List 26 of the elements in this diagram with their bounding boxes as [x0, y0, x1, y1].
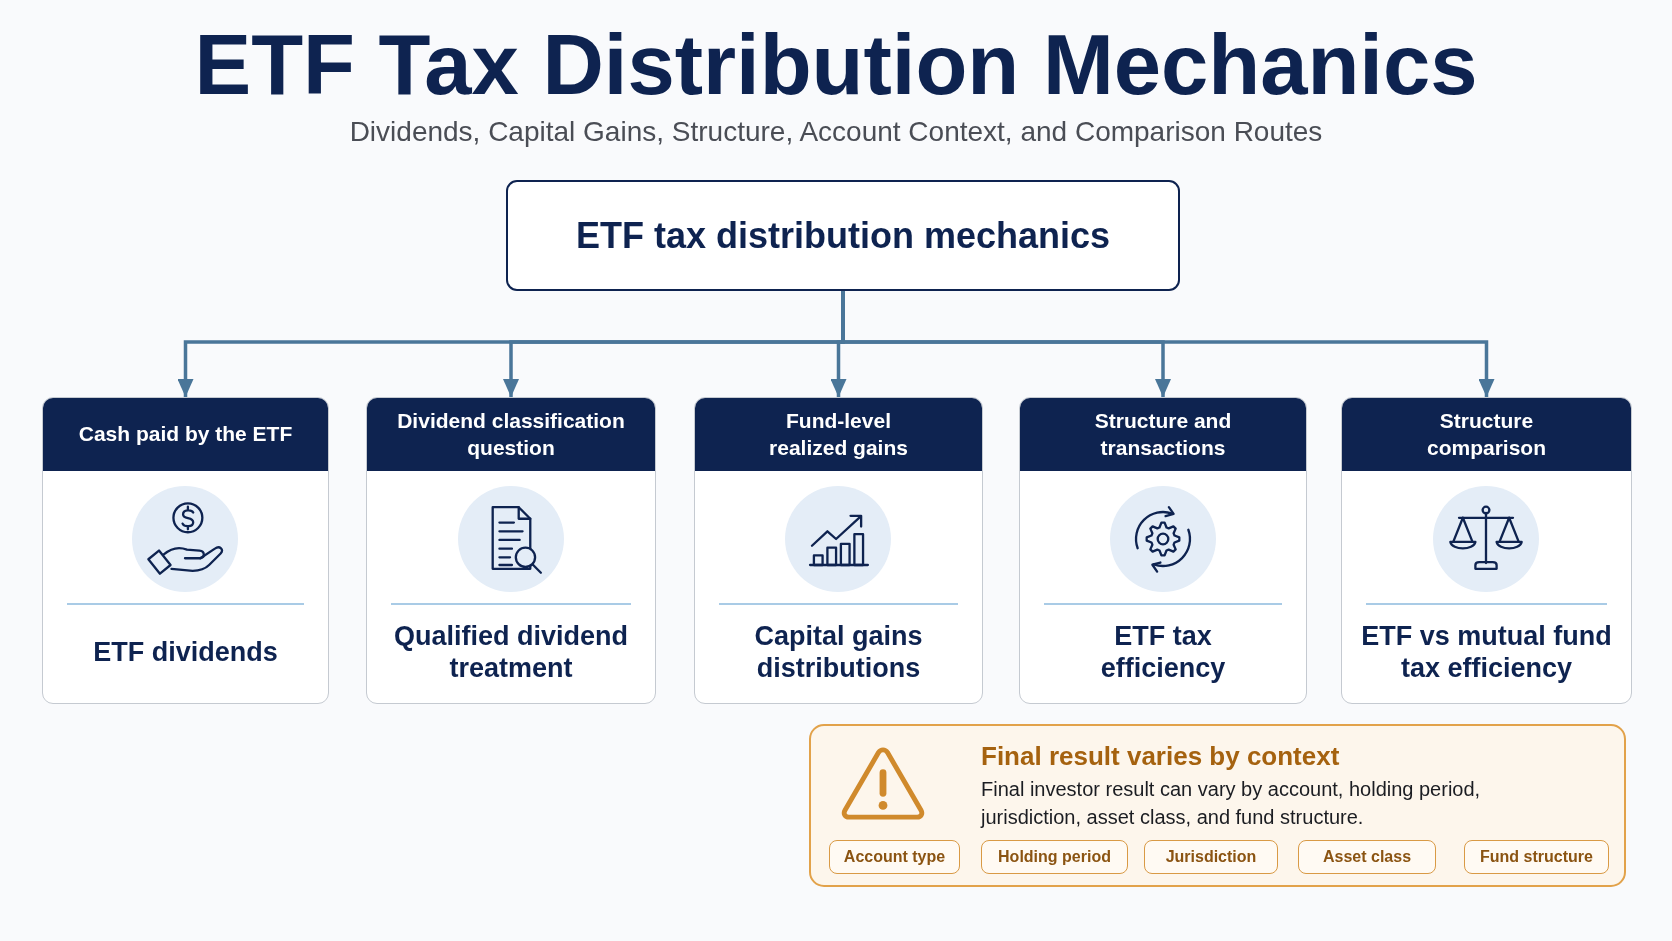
factor-tag: Jurisdiction: [1144, 840, 1278, 874]
topic-box: ETF tax distribution mechanics: [506, 180, 1180, 291]
category-card: [366, 397, 656, 704]
context-note: Final investor result can vary by account, holding period, jurisdiction, asset class, and fund structure.: [981, 777, 1482, 830]
card-header: Structure comparison: [1342, 398, 1631, 471]
context-heading: Final result varies by context: [981, 740, 1340, 772]
category-card: [694, 397, 983, 704]
card-title: Capital gains distributions: [753, 619, 924, 685]
factor-tag: Asset class: [1298, 840, 1436, 874]
context-panel: [809, 724, 1626, 887]
category-card: [1019, 397, 1307, 704]
card-title: ETF tax efficiency: [1099, 619, 1227, 685]
factor-tag: Fund structure: [1464, 840, 1609, 874]
factor-tag: Holding period: [981, 840, 1128, 874]
subtitle: Dividends, Capital Gains, Structure, Account Context, and Comparison Routes: [349, 115, 1323, 149]
card-title: ETF vs mutual fund tax efficiency: [1360, 619, 1613, 685]
category-card: [42, 397, 329, 704]
category-card: [1341, 397, 1632, 704]
factor-tag: Account type: [829, 840, 960, 874]
card-header: Fund-level realized gains: [695, 398, 982, 471]
card-title: ETF dividends: [93, 635, 278, 669]
card-title: Qualified dividend treatment: [393, 619, 629, 685]
card-header: Cash paid by the ETF: [43, 398, 328, 471]
title: ETF Tax Distribution Mechanics: [194, 22, 1478, 107]
card-header: Structure and transactions: [1020, 398, 1306, 471]
card-header: Dividend classification question: [367, 398, 655, 471]
